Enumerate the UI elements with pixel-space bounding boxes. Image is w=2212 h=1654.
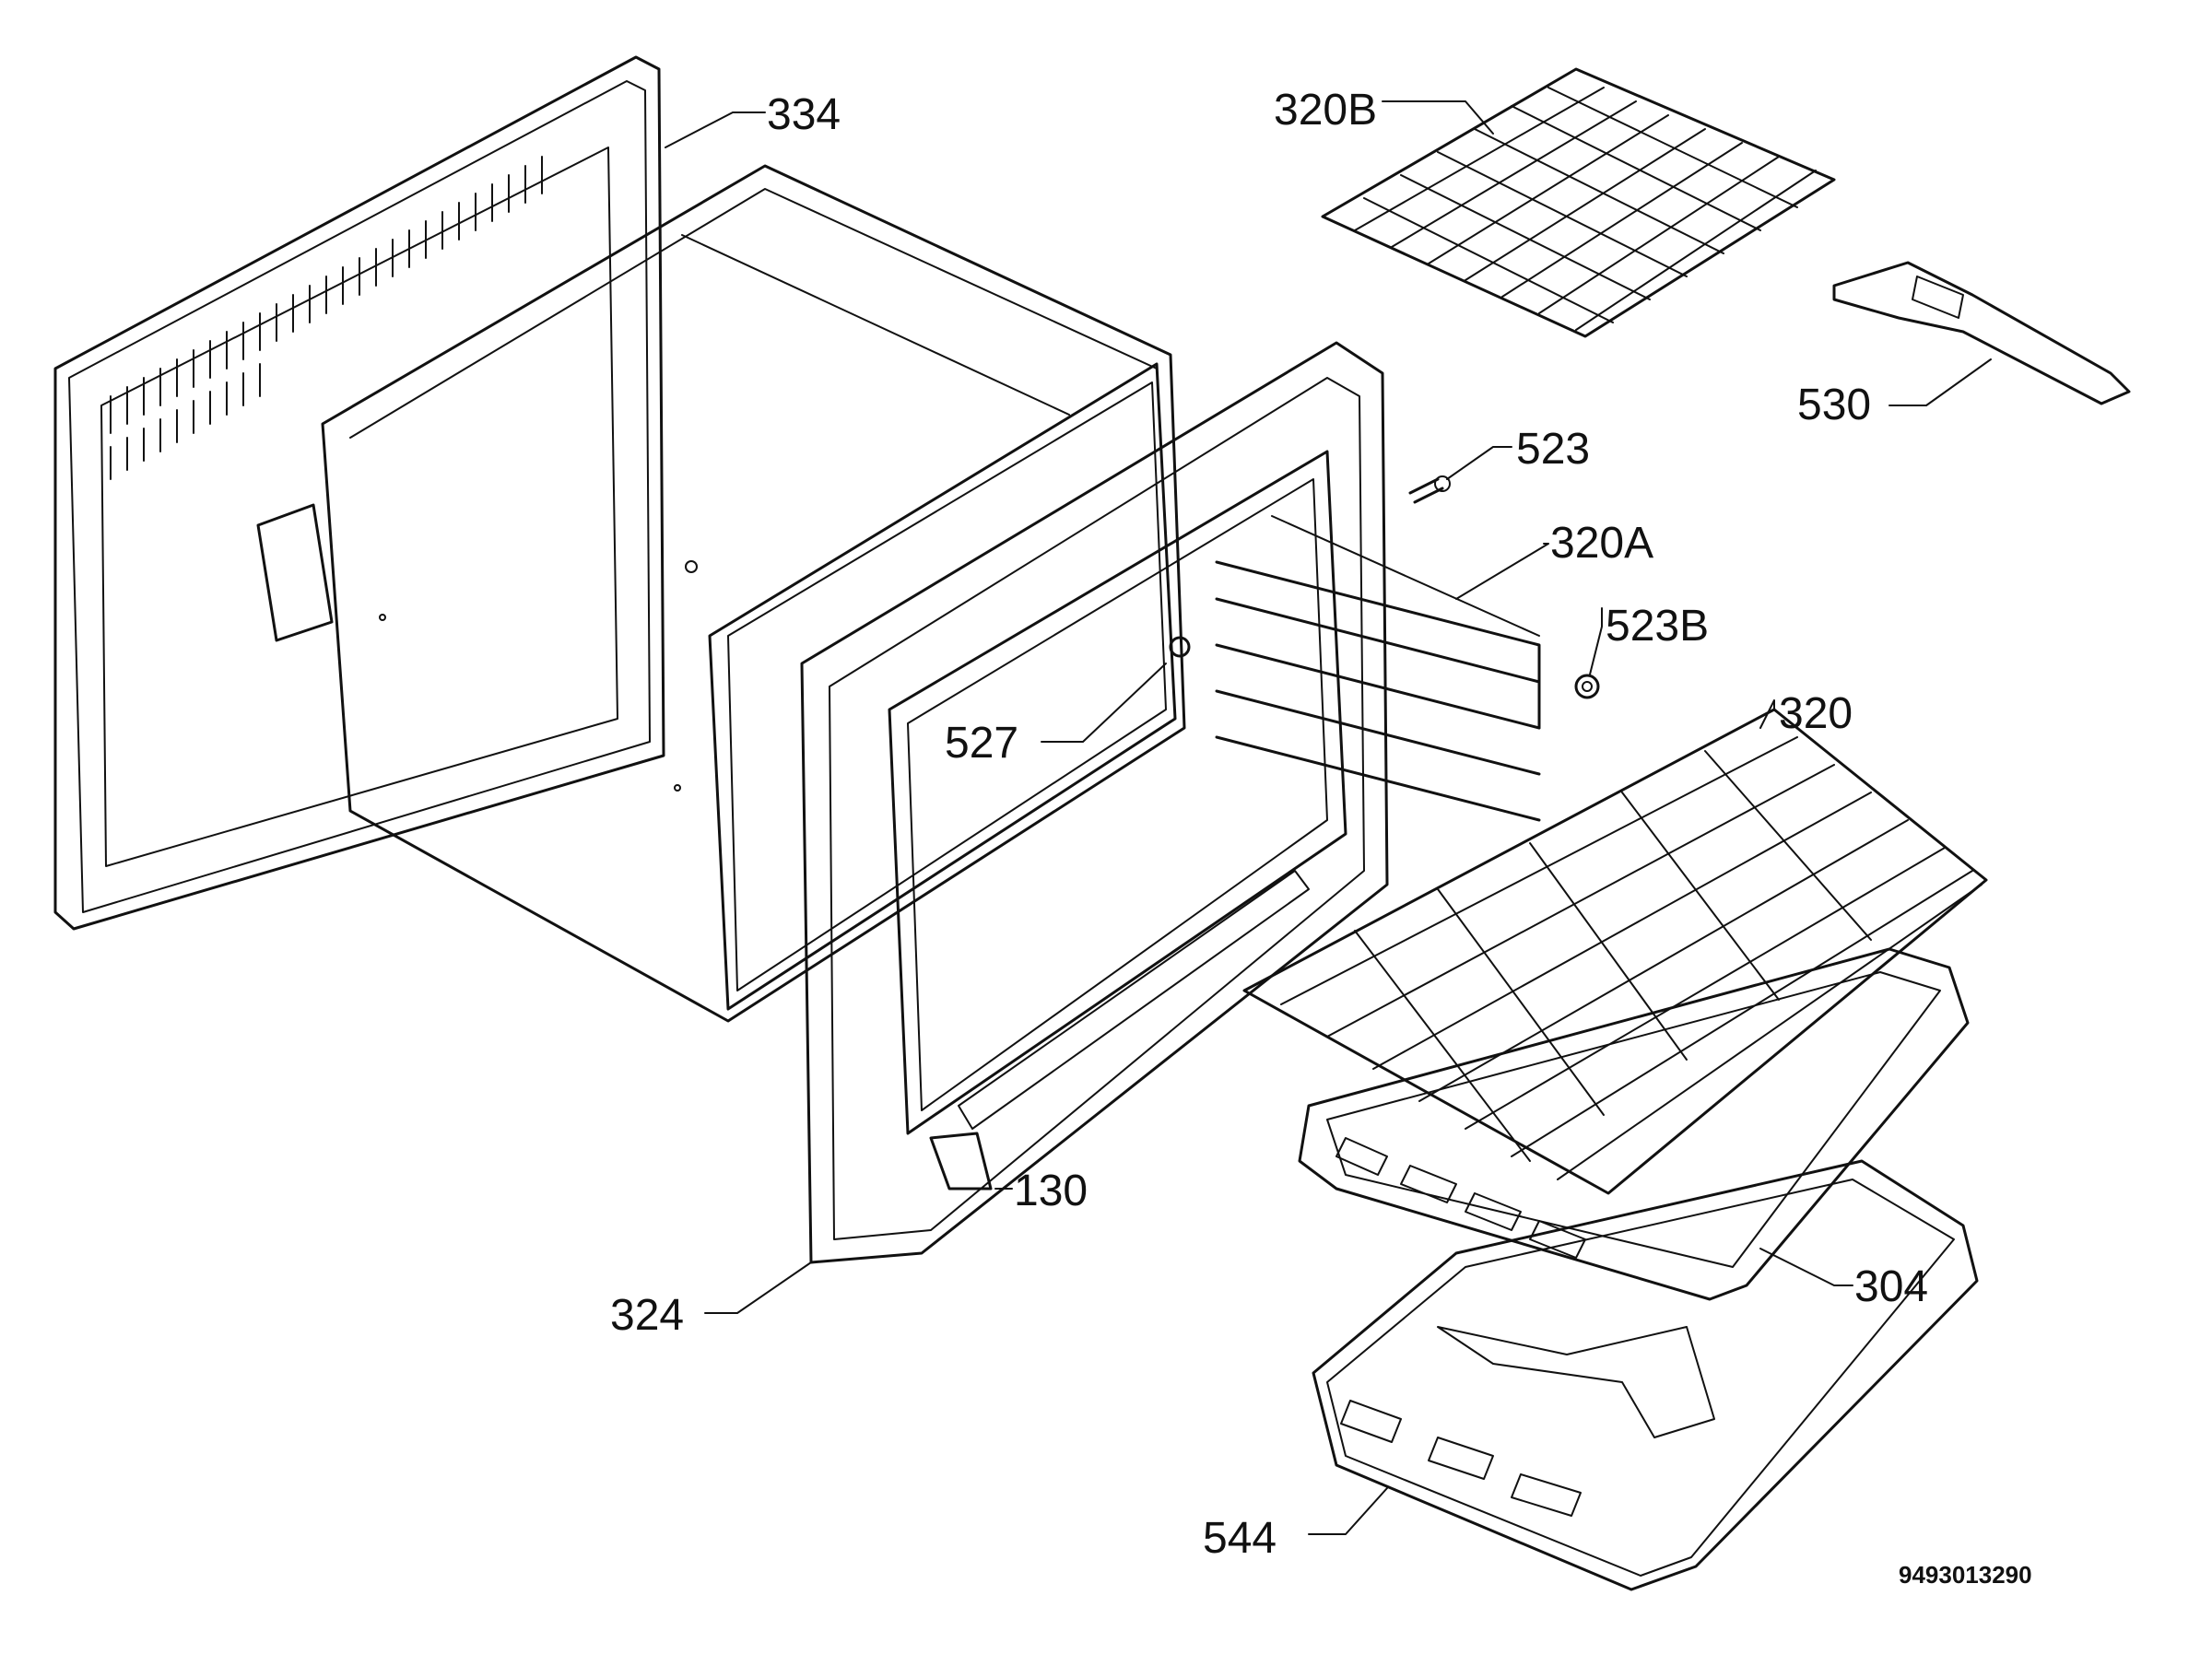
label-544: 544 (1203, 1514, 1277, 1563)
drawing-number: 9493013290 (1899, 1561, 2032, 1589)
leader-lines (665, 100, 1992, 1535)
back-panel-334 (53, 55, 665, 931)
vent-slots (110, 156, 543, 480)
label-324: 324 (610, 1291, 684, 1340)
drip-tray-544 (1312, 1159, 1979, 1591)
grommet-523b (1574, 674, 1600, 699)
label-530: 530 (1797, 381, 1871, 429)
screw-523 (1408, 475, 1451, 504)
baking-tray-304 (1298, 947, 1970, 1301)
label-320a: 320A (1550, 519, 1653, 568)
label-527: 527 (945, 719, 1018, 768)
oven-cavity (321, 164, 1186, 1023)
label-523b: 523B (1606, 602, 1709, 651)
label-320b: 320B (1274, 86, 1377, 135)
wire-rack-320b (1321, 67, 1836, 338)
handle-530 (1832, 261, 2131, 405)
label-130: 130 (1014, 1167, 1088, 1215)
side-runners-320a (1215, 515, 1541, 822)
label-304: 304 (1854, 1262, 1928, 1311)
shelf-rack-320 (1242, 708, 1988, 1195)
door-frame-324 (800, 341, 1389, 1264)
label-320: 320 (1779, 689, 1853, 738)
label-523: 523 (1516, 425, 1590, 474)
label-334: 334 (767, 90, 841, 139)
